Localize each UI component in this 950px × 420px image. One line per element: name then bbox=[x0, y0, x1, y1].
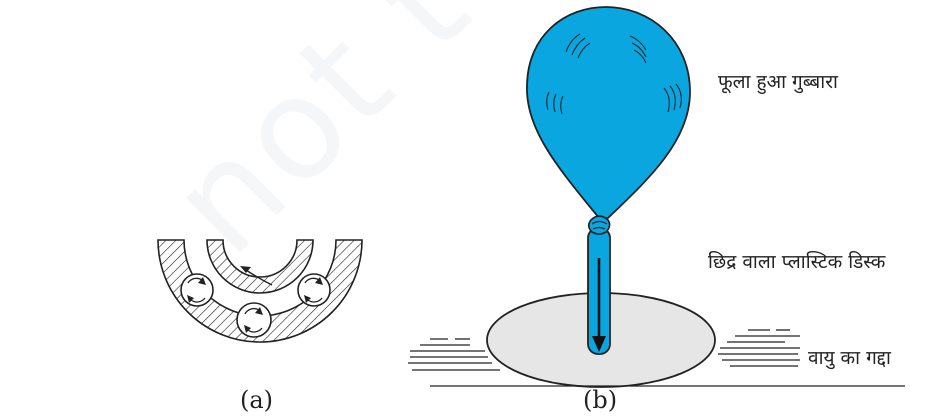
air-cushion-lines-left bbox=[408, 338, 500, 371]
bearing-ball-bottom bbox=[236, 302, 272, 338]
air-flow-arrowhead bbox=[592, 336, 606, 352]
disc-label: छिद्र वाला प्लास्टिक डिस्क bbox=[708, 251, 886, 273]
air-cushion-label: वायु का गद्दा bbox=[808, 347, 891, 369]
balloon-knot bbox=[587, 215, 611, 235]
inner-rotation-arrowhead bbox=[240, 266, 251, 273]
balloon-hovercraft-diagram bbox=[408, 6, 905, 388]
inner-rotation-arrow bbox=[245, 269, 273, 286]
ball-bearing-diagram bbox=[157, 239, 363, 343]
inflated-balloon bbox=[526, 6, 691, 219]
outer-race bbox=[157, 239, 363, 343]
inner-race bbox=[206, 239, 314, 294]
air-cushion-lines-right bbox=[718, 329, 800, 367]
balloon-label: फूला हुआ गुब्बारा bbox=[718, 71, 838, 93]
bearing-ball-right bbox=[297, 273, 331, 307]
figure-b-caption: (b) bbox=[583, 386, 618, 414]
figure-a-caption: (a) bbox=[240, 386, 274, 414]
balloon-shine-marks bbox=[546, 33, 682, 115]
bearing-ball-left bbox=[180, 273, 214, 307]
